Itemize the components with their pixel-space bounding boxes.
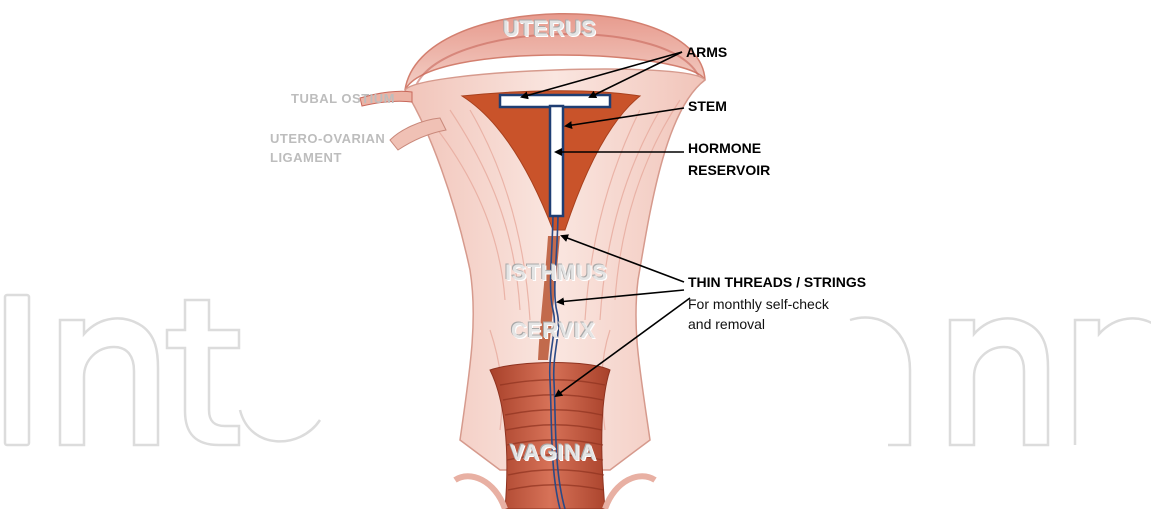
label-utero-ovarian-1: UTERO-OVARIAN <box>270 131 385 146</box>
callout-threads: THIN THREADS / STRINGS <box>688 274 866 290</box>
callout-arms: ARMS <box>686 44 727 60</box>
iud-stem <box>550 106 563 216</box>
callout-threads-note-2: and removal <box>688 314 765 334</box>
callout-hormone-1: HORMONE <box>688 140 761 156</box>
label-vagina: VAGINA <box>510 440 597 466</box>
label-uterus: UTERUS <box>503 16 596 42</box>
label-utero-ovarian-2: LIGAMENT <box>270 150 342 165</box>
callout-stem: STEM <box>688 98 727 114</box>
label-isthmus: ISTHMUS <box>505 260 608 286</box>
label-tubal-ostium: TUBAL OSTIUM <box>291 91 395 106</box>
label-cervix: CERVIX <box>511 318 596 344</box>
callout-threads-note-1: For monthly self-check <box>688 294 829 314</box>
callout-hormone-2: RESERVOIR <box>688 162 770 178</box>
